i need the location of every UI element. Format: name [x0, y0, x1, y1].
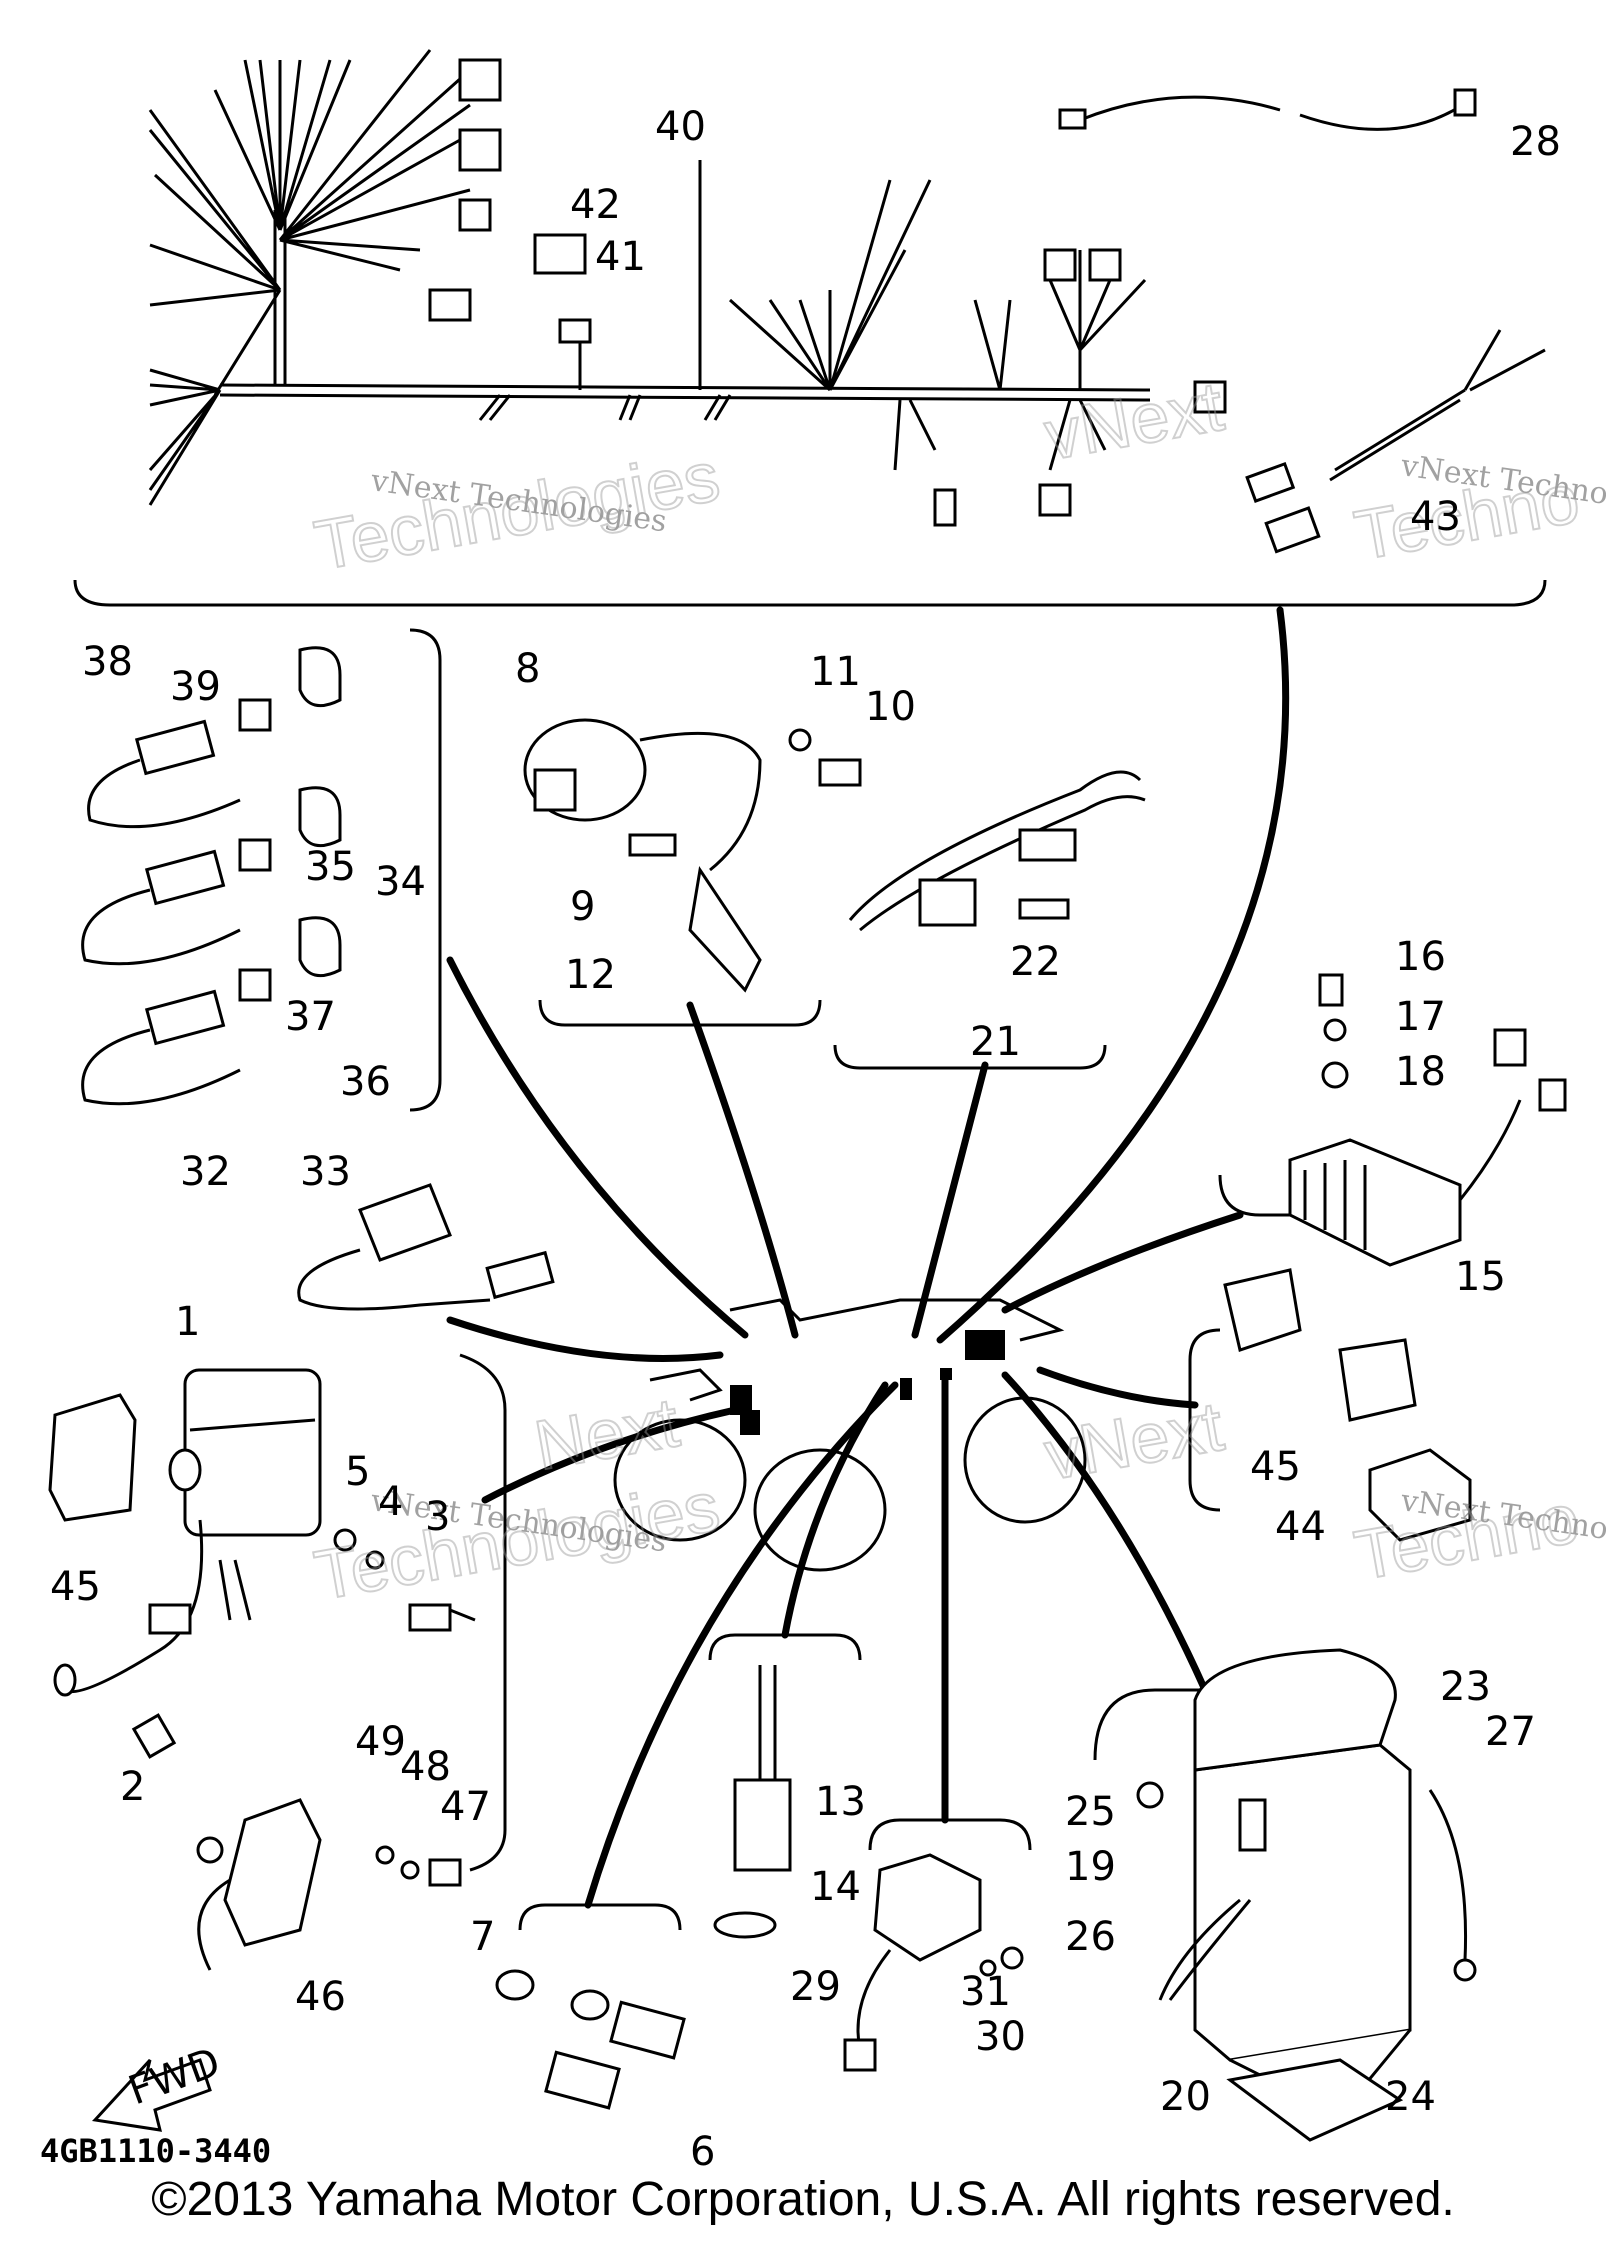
callout-30: 30: [975, 2014, 1026, 2060]
callout-44: 44: [1275, 1504, 1326, 1550]
sub-lead-28: [1058, 88, 1477, 131]
watermark-text: Next: [529, 1383, 684, 1485]
callout-36: 36: [340, 1059, 391, 1105]
callouts: 1 2 3 4 5 6 7 8 9 10 11 12 13 14 15 16 1…: [50, 104, 1561, 2175]
wire-harness: [73, 49, 1547, 607]
callout-11: 11: [810, 649, 861, 695]
vehicle-frame: [613, 1298, 1087, 1572]
callout-35: 35: [305, 844, 356, 890]
fwd-arrow-icon: FWD: [91, 2039, 226, 2132]
callout-10: 10: [865, 684, 916, 730]
callout-34: 34: [375, 859, 426, 905]
starter-relay: [843, 1853, 1024, 2072]
callout-7: 7: [470, 1914, 495, 1960]
callout-25: 25: [1065, 1789, 1116, 1835]
callout-14: 14: [810, 1864, 861, 1910]
callout-48: 48: [400, 1744, 451, 1790]
callout-6: 6: [690, 2129, 715, 2175]
callout-45-right: 45: [1250, 1444, 1301, 1490]
sensor-32-33: [297, 1183, 555, 1311]
callout-16: 16: [1395, 934, 1446, 980]
callout-20: 20: [1160, 2074, 1211, 2120]
callout-33: 33: [300, 1149, 351, 1195]
callout-2: 2: [120, 1764, 145, 1810]
screw-2: [53, 1663, 177, 1759]
leader-lines: [446, 606, 1290, 1909]
callout-37: 37: [285, 994, 336, 1040]
callout-29: 29: [790, 1964, 841, 2010]
rubber-cover: [48, 1393, 137, 1522]
copyright-notice: ©2013 Yamaha Motor Corporation, U.S.A. A…: [151, 2173, 1455, 2226]
callout-38: 38: [82, 639, 133, 685]
callout-21: 21: [970, 1019, 1021, 1065]
callout-15: 15: [1455, 1254, 1506, 1300]
callout-27: 27: [1485, 1709, 1536, 1755]
thermo-switch: [713, 1665, 792, 1939]
callout-39: 39: [170, 664, 221, 710]
callout-41: 41: [595, 234, 646, 280]
callout-45-left: 45: [50, 1564, 101, 1610]
callout-26: 26: [1065, 1914, 1116, 1960]
callout-24: 24: [1385, 2074, 1436, 2120]
callout-32: 32: [180, 1149, 231, 1195]
callout-18: 18: [1395, 1049, 1446, 1095]
ignitor-unit: [64, 1368, 322, 1694]
bracket-group-mid: [518, 999, 1107, 1931]
battery: [1136, 1648, 1477, 2142]
watermark-text: vNext: [1039, 1387, 1229, 1495]
callout-40: 40: [655, 104, 706, 150]
callout-28: 28: [1510, 119, 1561, 165]
watermark-text: Technologies: [309, 437, 725, 585]
sub-lead-43: [1245, 329, 1546, 554]
starter-relay-assy: [848, 770, 1146, 932]
terminal-covers: [1223, 1268, 1472, 1542]
callout-43: 43: [1410, 494, 1461, 540]
screw-set-3-5: [333, 1528, 476, 1632]
callout-42: 42: [570, 182, 621, 228]
callout-22: 22: [1010, 939, 1061, 985]
watermark-text: vNext: [1039, 367, 1229, 475]
callout-4: 4: [378, 1479, 403, 1525]
watermark-text: Technologies: [309, 1467, 725, 1615]
ignition-coil: [523, 718, 862, 993]
sensor-group: [81, 646, 342, 1106]
callout-13: 13: [815, 1779, 866, 1825]
diagram-part-code: 4GB1110-3440: [40, 2132, 271, 2170]
callout-9: 9: [570, 884, 595, 930]
callout-46: 46: [295, 1974, 346, 2020]
callout-19: 19: [1065, 1844, 1116, 1890]
callout-49: 49: [355, 1719, 406, 1765]
rectifier-regulator: [1288, 973, 1567, 1267]
callout-23: 23: [1440, 1664, 1491, 1710]
callout-8: 8: [515, 646, 540, 692]
callout-31: 31: [960, 1969, 1011, 2015]
bracket-group-left: [409, 628, 507, 1872]
callout-17: 17: [1395, 994, 1446, 1040]
callout-3: 3: [425, 1494, 450, 1540]
callout-47: 47: [440, 1784, 491, 1830]
callout-12: 12: [565, 952, 616, 998]
callout-1: 1: [175, 1299, 200, 1345]
callout-5: 5: [345, 1449, 370, 1495]
relay-46: [196, 1798, 462, 1971]
sensors-6-7: [495, 1969, 686, 2110]
